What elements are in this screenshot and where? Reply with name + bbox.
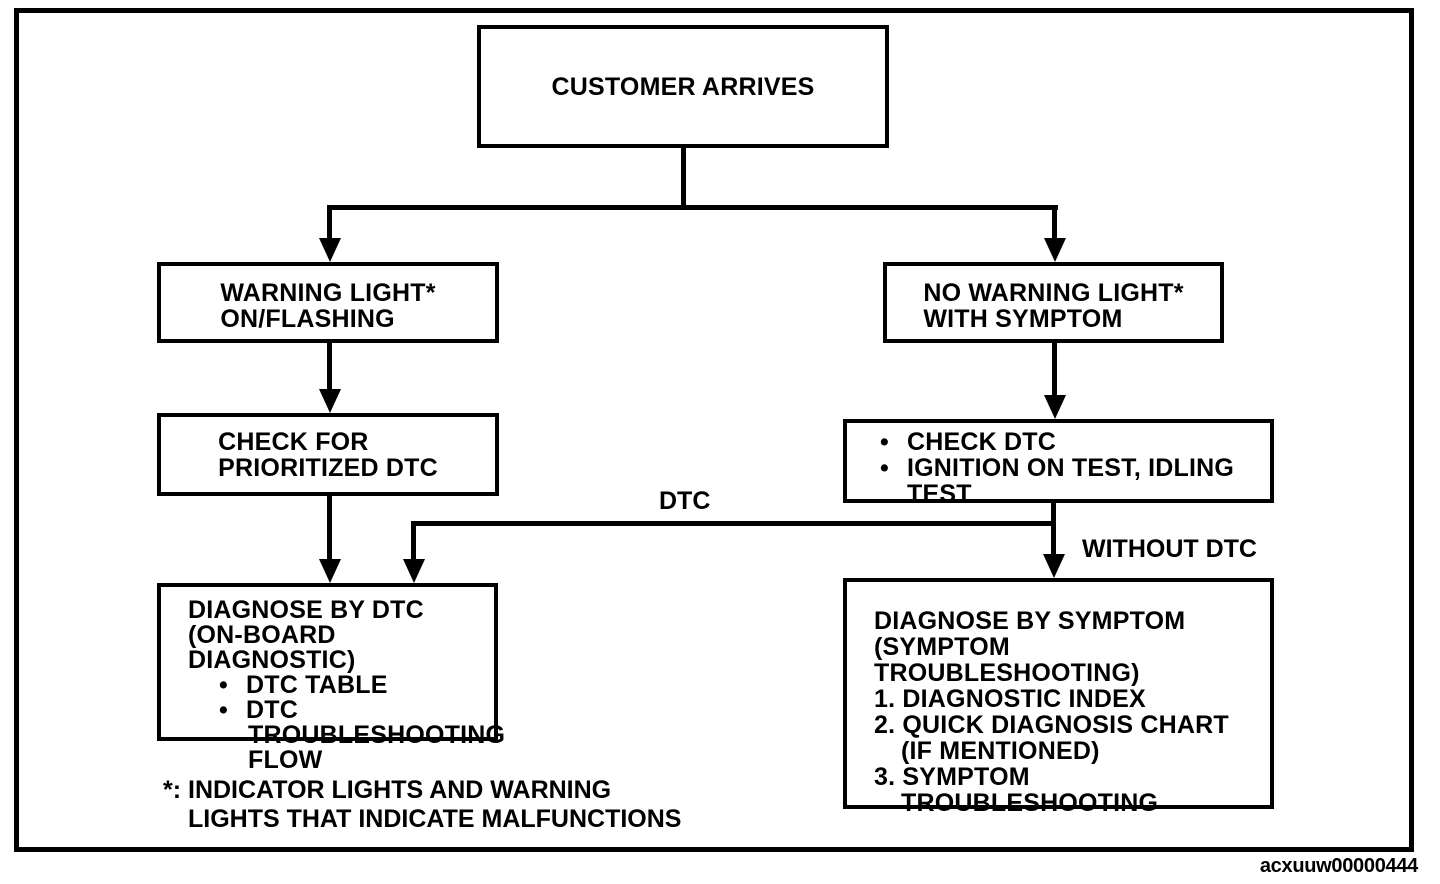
connector-dtc-branch-horizontal	[411, 521, 1056, 526]
footnote-line: LIGHTS THAT INDICATE MALFUNCTIONS	[188, 805, 682, 833]
numbered-item: 1. DIAGNOSTIC INDEX	[874, 685, 1146, 713]
arrowhead-warning-to-check	[319, 389, 341, 413]
edge-label-dtc: DTC	[659, 487, 711, 515]
bullet-item-continuation: FLOW	[248, 746, 323, 774]
node-line: (ON-BOARD DIAGNOSTIC)	[188, 621, 356, 674]
node-diagnose-by-dtc: DIAGNOSE BY DTC (ON-BOARD DIAGNOSTIC) •D…	[157, 583, 505, 773]
arrowhead-to-warning-light	[319, 238, 341, 262]
numbered-item-continuation: (IF MENTIONED)	[901, 737, 1100, 765]
footnote-line: *: INDICATOR LIGHTS AND WARNING	[163, 776, 612, 804]
numbered-item: 3. SYMPTOM	[874, 763, 1030, 791]
connector-check-to-diagnose-dtc	[327, 495, 332, 562]
node-line: DIAGNOSE BY DTC	[188, 596, 424, 624]
bullet-item-continuation: TEST	[907, 480, 972, 508]
connector-split-horizontal	[327, 205, 1058, 210]
numbered-item-continuation: TROUBLESHOOTING	[901, 789, 1159, 817]
bullet-item: •CHECK DTC	[880, 428, 1057, 456]
connector-to-no-warning-light	[1052, 205, 1057, 241]
node-check-for-prioritized-dtc: CHECK FOR PRIORITIZED DTC	[157, 413, 499, 496]
numbered-item: 2. QUICK DIAGNOSIS CHART	[874, 711, 1229, 739]
connector-to-warning-light	[327, 205, 332, 241]
arrowhead-symptom-to-checkdtc	[1044, 395, 1066, 419]
node-no-warning-light-with-symptom: NO WARNING LIGHT* WITH SYMPTOM	[883, 262, 1224, 343]
connector-customer-down	[681, 147, 686, 208]
arrowhead-without-dtc	[1043, 554, 1065, 578]
node-customer-arrives: CUSTOMER ARRIVES	[477, 25, 889, 148]
connector-symptom-to-checkdtc	[1052, 342, 1057, 398]
node-line: ON/FLASHING	[220, 305, 395, 333]
bullet-icon: •	[219, 696, 228, 724]
connector-checkdtc-down	[1051, 502, 1056, 558]
connector-dtc-branch-down	[411, 521, 416, 562]
bullet-item-continuation: TROUBLESHOOTING	[248, 721, 506, 749]
edge-label-without-dtc: WITHOUT DTC	[1082, 535, 1257, 563]
node-diagnose-by-symptom: DIAGNOSE BY SYMPTOM (SYMPTOM TROUBLESHOO…	[843, 578, 1274, 816]
arrowhead-to-no-warning-light	[1044, 238, 1066, 262]
arrowhead-dtc-branch	[403, 559, 425, 583]
node-check-dtc-tests: •CHECK DTC •IGNITION ON TEST, IDLING TES…	[843, 419, 1274, 507]
figure-code: acxuuw00000444	[1259, 855, 1418, 877]
bullet-item: •IGNITION ON TEST, IDLING	[880, 454, 1235, 482]
node-line: WARNING LIGHT*	[220, 279, 436, 307]
node-line: PRIORITIZED DTC	[218, 454, 438, 482]
node-line: NO WARNING LIGHT*	[923, 279, 1184, 307]
footnote: *: INDICATOR LIGHTS AND WARNING LIGHTS T…	[163, 776, 681, 834]
bullet-icon: •	[219, 671, 228, 699]
bullet-icon: •	[880, 454, 889, 482]
arrowhead-check-to-diagnose-dtc	[319, 559, 341, 583]
node-line: WITH SYMPTOM	[923, 305, 1123, 333]
node-line: DIAGNOSE BY SYMPTOM	[874, 607, 1186, 635]
node-warning-light-on-flashing: WARNING LIGHT* ON/FLASHING	[157, 262, 499, 343]
node-label: CUSTOMER ARRIVES	[551, 72, 815, 101]
bullet-item: •DTC	[219, 696, 298, 724]
node-line: CHECK FOR	[218, 428, 369, 456]
bullet-item: •DTC TABLE	[219, 671, 388, 699]
node-line: (SYMPTOM TROUBLESHOOTING)	[874, 633, 1140, 687]
bullet-icon: •	[880, 428, 889, 456]
connector-warning-to-check	[327, 342, 332, 392]
